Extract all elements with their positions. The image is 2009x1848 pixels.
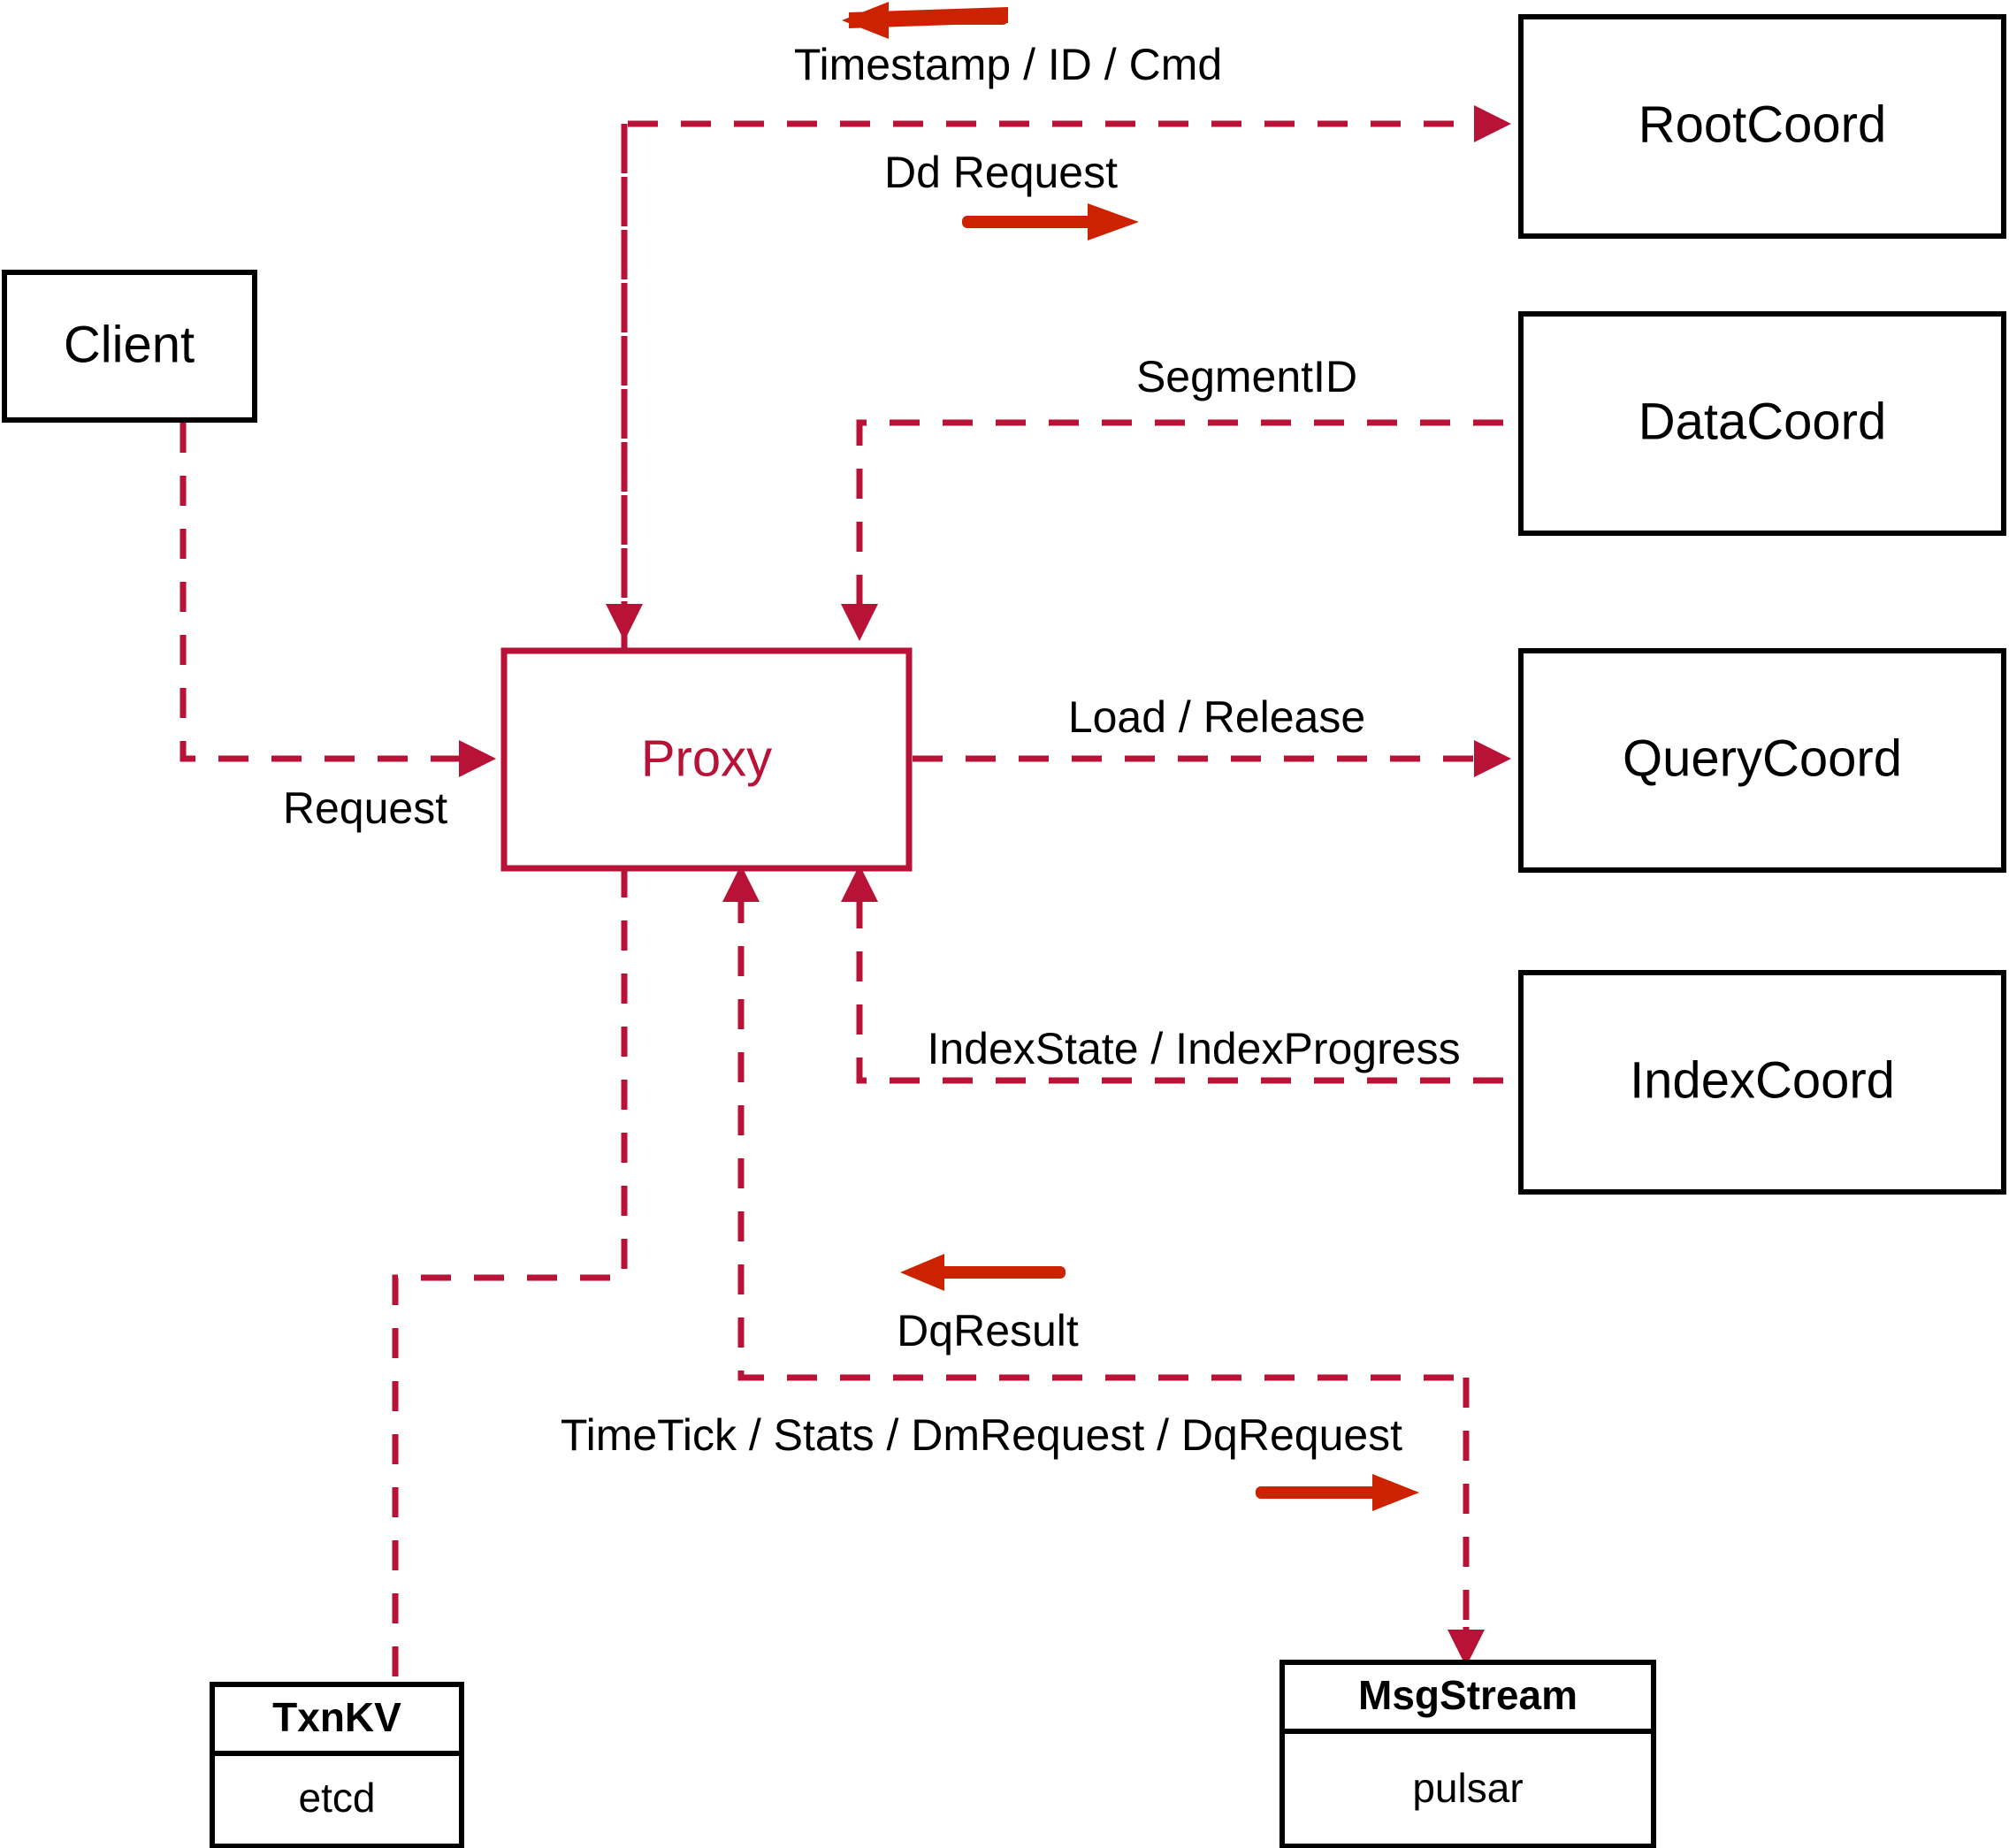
edge-indexcoord-to-proxy	[856, 884, 1503, 1084]
node-data-coord-label: DataCoord	[1639, 393, 1886, 450]
edge-proxy-to-txnkv	[392, 867, 628, 1684]
node-root-coord-label: RootCoord	[1639, 95, 1886, 153]
edge-label-dq-result: DqResult	[897, 1306, 1079, 1355]
edge-datacoord-to-proxy	[856, 419, 1503, 619]
node-proxy-label: Proxy	[641, 729, 772, 787]
node-index-coord[interactable]: IndexCoord	[1518, 970, 2006, 1195]
node-msgstream-title: MsgStream	[1358, 1672, 1577, 1718]
node-index-coord-label: IndexCoord	[1630, 1051, 1895, 1109]
node-client-label: Client	[64, 316, 195, 373]
direction-arrow-left-dqresult	[900, 1254, 1066, 1291]
node-query-coord[interactable]: QueryCoord	[1518, 648, 2006, 873]
node-root-coord[interactable]: RootCoord	[1518, 14, 2006, 239]
direction-arrow-left-timestamp	[842, 2, 1008, 39]
node-txnkv-body: etcd	[299, 1775, 376, 1821]
edge-label-segment-id: SegmentID	[1136, 352, 1357, 401]
edge-label-request: Request	[283, 783, 447, 833]
direction-arrow-right-ddrequest	[962, 203, 1139, 241]
edge-label-timestamp-id-cmd: Timestamp / ID / Cmd	[794, 40, 1222, 89]
edge-label-load-release: Load / Release	[1068, 692, 1365, 742]
edge-client-to-proxy	[180, 423, 496, 777]
node-proxy[interactable]: Proxy	[500, 647, 913, 872]
node-txnkv-title: TxnKV	[272, 1694, 401, 1740]
direction-arrow-right-timetick	[1256, 1474, 1419, 1511]
edge-msgstream-to-proxy	[737, 893, 1466, 1381]
edge-label-dd-request: Dd Request	[884, 148, 1118, 197]
edge-label-timetick-stats: TimeTick / Stats / DmRequest / DqRequest	[561, 1410, 1402, 1460]
edge-label-index-state-progress: IndexState / IndexProgress	[927, 1024, 1460, 1073]
node-client[interactable]: Client	[2, 270, 257, 423]
node-data-coord[interactable]: DataCoord	[1518, 311, 2006, 536]
node-msgstream[interactable]: MsgStream pulsar	[1279, 1660, 1656, 1848]
node-txnkv[interactable]: TxnKV etcd	[210, 1682, 464, 1848]
node-query-coord-label: QueryCoord	[1623, 729, 1902, 787]
node-msgstream-body: pulsar	[1412, 1765, 1523, 1811]
edge-proxy-to-rootcoord	[621, 105, 1511, 651]
